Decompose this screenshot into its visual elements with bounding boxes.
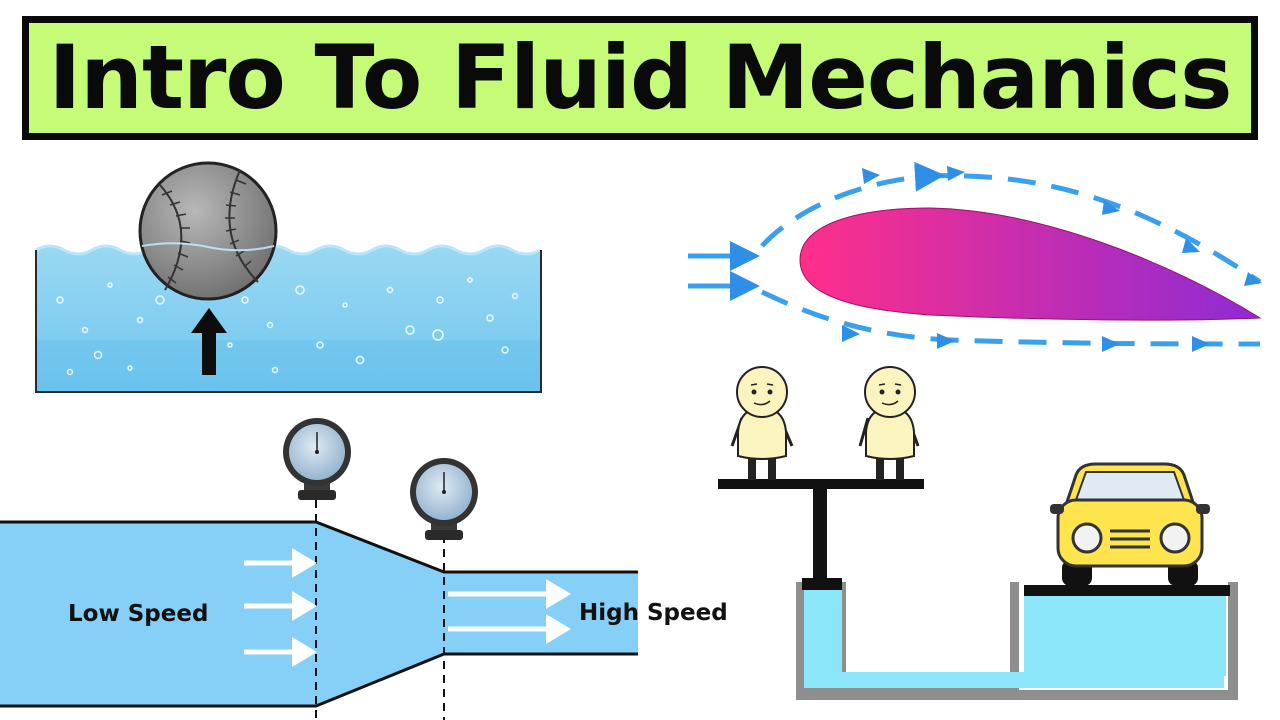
low-speed-label: Low Speed (68, 601, 209, 627)
streamlines (688, 161, 1262, 352)
airfoil (799, 207, 1262, 321)
pressure-gauge-icon (410, 458, 478, 540)
high-speed-label: High Speed (579, 600, 728, 626)
title-banner: Intro To Fluid Mechanics (22, 16, 1258, 140)
water-surface (35, 244, 541, 256)
streamline-lower (760, 289, 1261, 347)
cartoon-person-icon (730, 366, 794, 480)
baseball-icon (138, 161, 278, 301)
venturi-pipe (0, 500, 638, 720)
tank-walls (35, 250, 542, 393)
pressure-gauge-icon (283, 418, 351, 500)
car-icon (1050, 462, 1210, 586)
page-title: Intro To Fluid Mechanics (48, 26, 1233, 129)
streamline-upper (760, 161, 1262, 285)
water-bubbles (56, 277, 519, 376)
cartoon-person-icon (858, 366, 920, 480)
hydraulic-lift (718, 479, 1238, 700)
tank-deep-water (36, 340, 541, 392)
buoyant-force-arrow-icon (191, 308, 227, 375)
buoyancy-tank (35, 244, 542, 393)
